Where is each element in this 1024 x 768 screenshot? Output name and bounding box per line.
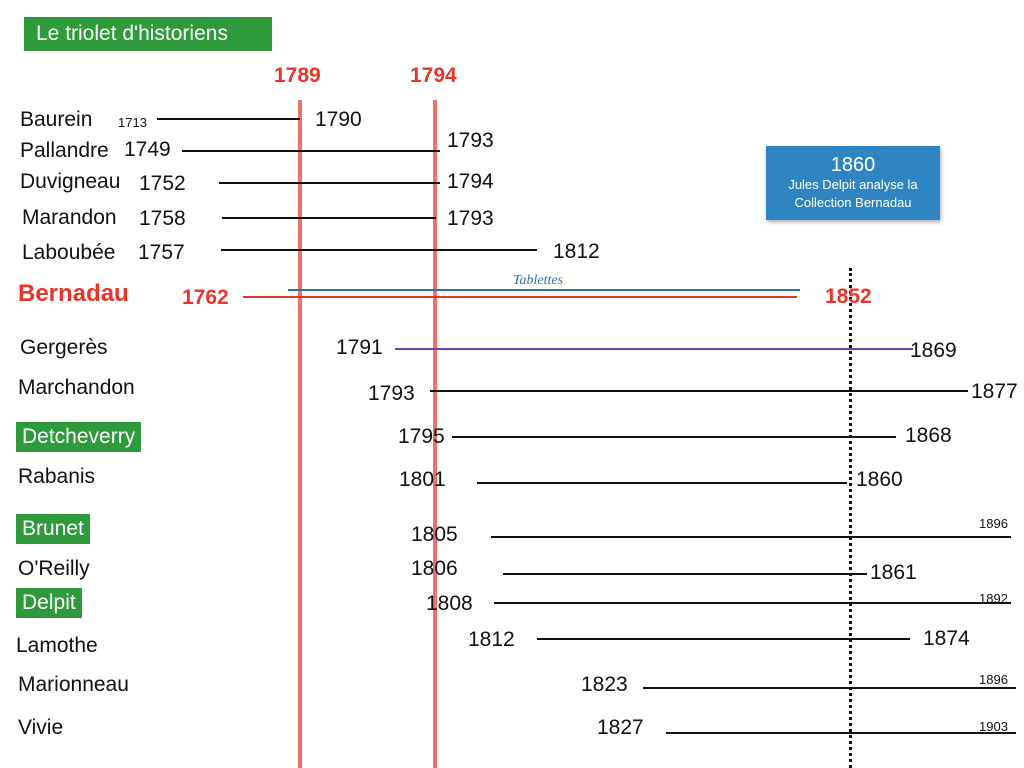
historian-name: Pallandre [20, 139, 109, 162]
birth-year: 1793 [368, 382, 415, 405]
lifespan-line [221, 249, 537, 251]
death-year: 1793 [447, 129, 494, 152]
death-year: 1903 [979, 719, 1008, 734]
historian-name-bernadau: Bernadau [18, 280, 129, 307]
historian-name: O'Reilly [18, 557, 90, 580]
lifespan-line [219, 182, 440, 184]
note-line-1: Jules Delpit analyse la [788, 177, 918, 192]
death-year: 1852 [825, 285, 872, 308]
delpit-1860-note: 1860 Jules Delpit analyse la Collection … [766, 146, 940, 220]
birth-year: 1806 [411, 557, 458, 580]
lifespan-line [452, 436, 896, 438]
lifespan-line [157, 118, 300, 120]
death-year: 1793 [447, 207, 494, 230]
birth-year: 1752 [139, 172, 186, 195]
historian-name: Duvigneau [20, 170, 121, 193]
birth-year: 1713 [118, 115, 147, 130]
lifespan-line [222, 217, 436, 219]
historian-name: Lamothe [16, 634, 98, 657]
death-year: 1790 [315, 108, 362, 131]
lifespan-line [643, 687, 1016, 689]
death-year: 1812 [553, 240, 600, 263]
death-year: 1896 [979, 516, 1008, 531]
lifespan-line [537, 638, 910, 640]
death-year: 1860 [856, 468, 903, 491]
death-year: 1868 [905, 424, 952, 447]
historian-name: Gergerès [20, 336, 108, 359]
lifespan-line [182, 150, 440, 152]
historian-name-highlighted: Delpit [16, 588, 82, 618]
historian-name: Marandon [22, 206, 117, 229]
historian-name: Laboubée [22, 241, 116, 264]
lifespan-line [666, 732, 1016, 734]
lifespan-line [494, 602, 1011, 604]
tablettes-line [288, 289, 800, 291]
marker-1794-label: 1794 [410, 64, 457, 87]
lifespan-line [430, 390, 968, 392]
birth-year: 1808 [426, 592, 473, 615]
death-year: 1877 [971, 380, 1018, 403]
death-year: 1892 [979, 591, 1008, 606]
birth-year: 1801 [399, 468, 446, 491]
birth-year: 1749 [124, 138, 171, 161]
death-year: 1869 [910, 339, 957, 362]
historian-name: Marchandon [18, 376, 135, 399]
birth-year: 1758 [139, 207, 186, 230]
lifespan-line [395, 348, 913, 350]
birth-year: 1812 [468, 628, 515, 651]
historian-name: Baurein [20, 108, 93, 131]
birth-year: 1823 [581, 673, 628, 696]
historian-name: Vivie [18, 716, 64, 739]
lifespan-line [491, 536, 1011, 538]
historian-name-highlighted: Detcheverry [16, 422, 142, 452]
birth-year: 1795 [398, 425, 445, 448]
death-year: 1874 [923, 627, 970, 650]
marker-1789-label: 1789 [274, 64, 321, 87]
death-year: 1861 [870, 561, 917, 584]
death-year: 1794 [447, 170, 494, 193]
marker-1860-dotted-line [849, 268, 852, 768]
marker-1789-line [298, 100, 302, 768]
historian-name-highlighted: Brunet [16, 514, 90, 544]
lifespan-line [243, 296, 797, 298]
tablettes-label: Tablettes [513, 273, 564, 288]
note-year: 1860 [830, 154, 876, 176]
birth-year: 1805 [411, 523, 458, 546]
historian-name: Marionneau [18, 673, 129, 696]
note-line-2: Collection Bernadau [794, 195, 912, 210]
birth-year: 1827 [597, 716, 644, 739]
diagram-title: Le triolet d'historiens [24, 17, 272, 51]
historian-name: Rabanis [18, 465, 96, 488]
birth-year: 1791 [336, 336, 383, 359]
birth-year: 1762 [182, 286, 229, 309]
birth-year: 1757 [138, 241, 185, 264]
lifespan-line [477, 482, 847, 484]
marker-1794-line [433, 100, 437, 768]
lifespan-line [503, 573, 867, 575]
death-year: 1896 [979, 672, 1008, 687]
